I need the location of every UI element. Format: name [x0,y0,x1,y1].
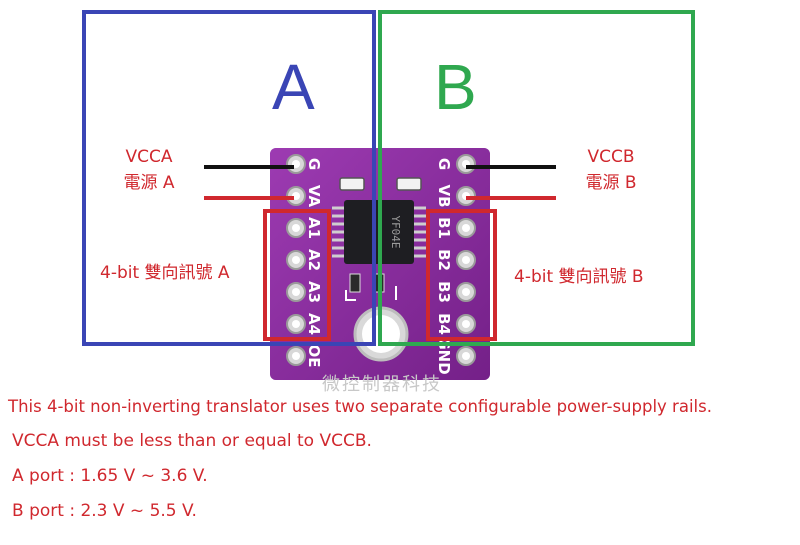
vccb-title: VCCB [587,147,635,167]
capacitor-left [339,177,365,191]
left-pin-label: A2 [305,249,323,271]
region-b-box [378,10,695,346]
right-pin-label: B2 [435,249,453,271]
right-pin-label: G [435,158,453,170]
vcca-label: VCCA 電源 A [116,144,182,196]
region-b-letter: B [434,51,477,123]
vcca-subtitle: 電源 A [123,173,175,193]
right-pin-label: B1 [435,217,453,239]
region-a-box [82,10,376,346]
signal-a-label: 4-bit 雙向訊號 A [100,263,230,283]
signal-a-highlight [263,209,331,341]
description-line-3: A port : 1.65 V ~ 3.6 V. [12,466,208,486]
signal-b-label: 4-bit 雙向訊號 B [514,267,644,287]
chip-marking: YF04E [389,215,402,248]
capacitor-right [396,177,422,191]
signal-b-highlight [426,209,497,341]
left-pin-labels: G VA A1 A2 A3 A4 OE [305,158,323,368]
description-line-4: B port : 2.3 V ~ 5.5 V. [12,501,197,521]
description-line-2: VCCA must be less than or equal to VCCB. [12,431,372,451]
left-pin-label: A4 [305,313,323,335]
resistor-1 [349,273,361,293]
region-a-letter: A [272,51,315,123]
right-pin-label: VB [435,184,453,207]
vccb-subtitle: 電源 B [585,173,637,193]
left-pin-pads [286,154,306,366]
watermark: 微控制器科技 [322,374,442,395]
right-pin-labels: G VB B1 B2 B3 B4 GND [435,158,453,375]
right-pin-label: B4 [435,313,453,335]
left-pin-label: A1 [305,217,323,239]
right-pin-label: GND [435,337,453,374]
left-pin-label: A3 [305,281,323,303]
vcca-title: VCCA [125,147,173,167]
description-line-1: This 4-bit non-inverting translator uses… [8,397,712,416]
vccb-label: VCCB 電源 B [576,144,646,196]
left-pin-label: VA [305,185,323,208]
silkscreen-mark [345,290,356,301]
right-pin-label: B3 [435,281,453,303]
left-pin-label: G [305,158,323,170]
left-pin-label: OE [305,345,323,368]
